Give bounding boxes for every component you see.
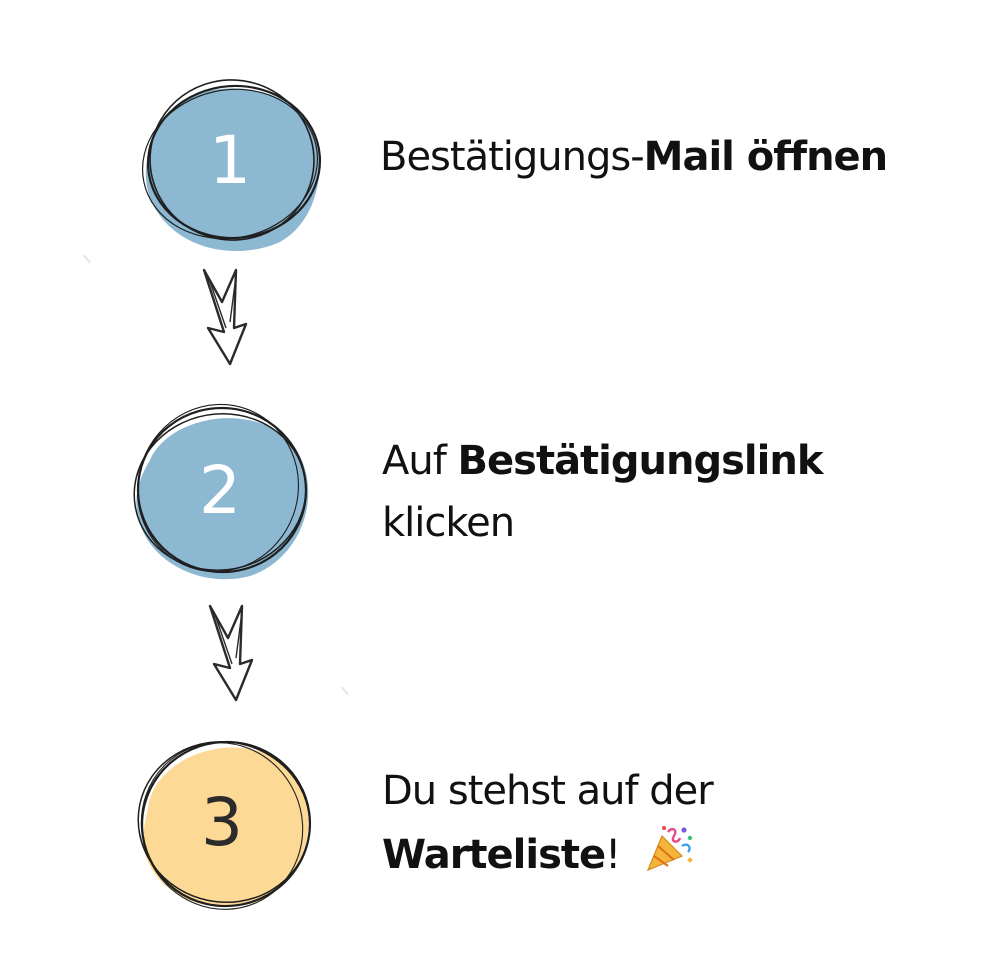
label-text: !	[605, 832, 621, 878]
label-text: Du stehst auf der	[382, 768, 714, 814]
label-text: Auf	[382, 438, 458, 484]
step-number: 3	[201, 783, 243, 861]
label-text-line2: klicken	[382, 500, 515, 546]
sketch-circle-icon	[141, 79, 322, 252]
party-popper-icon	[646, 826, 693, 872]
step-1: 1 Bestätigungs-Mail öffnen	[0, 60, 1000, 260]
arrow-down-icon	[208, 604, 254, 702]
label-bold-text: Warteliste	[382, 832, 606, 878]
step-2-label: Auf Bestätigungslink klicken	[382, 430, 824, 554]
sketch-circle-icon	[133, 403, 309, 580]
step-3-badge: 3	[122, 722, 322, 922]
step-2: 2 Auf Bestätigungslink klicken	[0, 390, 1000, 590]
step-number: 2	[199, 451, 241, 529]
arrow-down-icon	[202, 268, 248, 366]
step-1-badge: 1	[130, 60, 330, 260]
label-bold-text: Mail öffnen	[643, 134, 889, 180]
label-text: Bestätigungs-	[380, 134, 645, 180]
step-1-label: Bestätigungs-Mail öffnen	[380, 126, 889, 188]
step-2-badge: 2	[120, 390, 320, 590]
sketch-circle-icon	[137, 740, 312, 910]
step-3: 3 Du stehst auf der Warteliste!	[0, 722, 1000, 922]
label-bold-text: Bestätigungslink	[457, 438, 824, 484]
step-3-label: Du stehst auf der Warteliste!	[382, 760, 714, 886]
decorative-speck	[341, 686, 349, 696]
step-number: 1	[209, 121, 251, 199]
